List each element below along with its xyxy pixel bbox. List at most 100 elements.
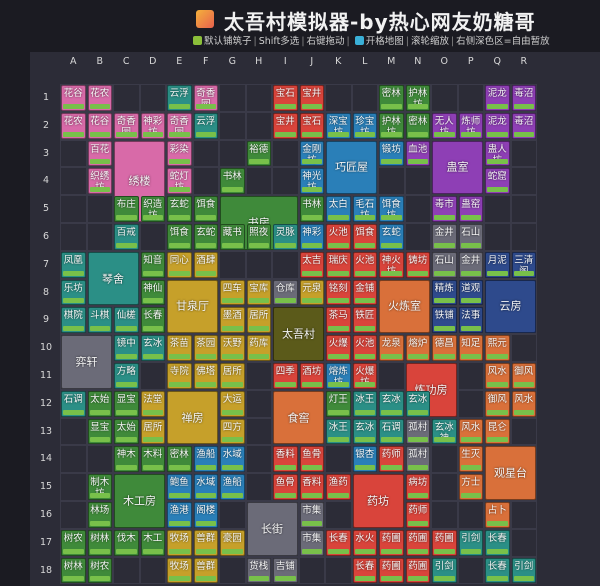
- empty-grid-cell[interactable]: [272, 111, 299, 140]
- empty-grid-cell[interactable]: [325, 473, 352, 501]
- building-tile[interactable]: 饵食坊: [379, 196, 404, 222]
- empty-grid-cell[interactable]: [351, 417, 378, 446]
- empty-grid-cell[interactable]: [484, 334, 511, 362]
- building-tile[interactable]: 香料: [273, 446, 298, 473]
- building-tile[interactable]: 孤村: [405, 446, 430, 473]
- empty-grid-cell[interactable]: [272, 556, 299, 585]
- empty-grid-cell[interactable]: [510, 417, 537, 446]
- empty-grid-cell[interactable]: [351, 111, 378, 140]
- building-tile[interactable]: 月泥: [485, 251, 510, 278]
- empty-grid-cell[interactable]: [86, 417, 113, 446]
- empty-grid-cell[interactable]: [510, 139, 537, 168]
- empty-grid-cell[interactable]: [510, 501, 537, 529]
- empty-grid-cell[interactable]: [351, 84, 378, 112]
- building-tile[interactable]: 护林坊: [405, 85, 430, 111]
- empty-grid-cell[interactable]: [431, 528, 458, 557]
- empty-grid-cell[interactable]: [60, 445, 87, 474]
- building-tile[interactable]: 血池: [405, 140, 430, 167]
- building-tile[interactable]: 无人坊: [432, 112, 457, 139]
- building-tile[interactable]: 知足: [458, 335, 483, 361]
- empty-grid-cell[interactable]: [272, 362, 299, 390]
- empty-grid-cell[interactable]: [139, 306, 166, 335]
- building-tile[interactable]: 水域: [193, 474, 218, 500]
- empty-grid-cell[interactable]: [60, 278, 87, 307]
- empty-grid-cell[interactable]: [457, 556, 484, 585]
- empty-grid-cell[interactable]: [60, 250, 87, 279]
- empty-grid-cell[interactable]: [510, 389, 537, 418]
- building-tile[interactable]: 彩染: [167, 140, 192, 167]
- empty-grid-cell[interactable]: [351, 389, 378, 418]
- empty-grid-cell[interactable]: [457, 195, 484, 223]
- building-tile[interactable]: 龙泉: [379, 335, 404, 361]
- building-tile[interactable]: 布庄: [114, 196, 139, 222]
- empty-grid-cell[interactable]: [245, 167, 272, 196]
- building-tile[interactable]: 宝井: [273, 112, 298, 139]
- building-tile[interactable]: 铁匠: [352, 307, 377, 334]
- building-tile[interactable]: 玄蛇: [193, 224, 218, 250]
- empty-grid-cell[interactable]: [139, 389, 166, 418]
- building-tile[interactable]: 水域: [220, 446, 245, 473]
- empty-grid-cell[interactable]: [113, 417, 140, 446]
- building-tile[interactable]: 沃野: [220, 335, 245, 361]
- building-tile-large[interactable]: 火炼室: [379, 279, 430, 334]
- building-tile[interactable]: 药圃: [405, 557, 430, 584]
- empty-grid-cell[interactable]: [113, 334, 140, 362]
- empty-grid-cell[interactable]: [166, 528, 193, 557]
- empty-grid-cell[interactable]: [86, 389, 113, 418]
- building-tile[interactable]: 渔港: [167, 502, 192, 528]
- building-tile-large[interactable]: 观星台: [485, 446, 536, 500]
- empty-grid-cell[interactable]: [219, 528, 246, 557]
- building-tile[interactable]: 仓库: [273, 279, 298, 306]
- building-tile[interactable]: 牧场: [167, 529, 192, 556]
- building-tile[interactable]: 渔药: [326, 474, 351, 500]
- building-tile[interactable]: 阁楼: [193, 502, 218, 528]
- building-tile[interactable]: 茶马: [326, 307, 351, 334]
- building-tile[interactable]: 铸坊: [405, 251, 430, 278]
- building-tile[interactable]: 树林: [61, 557, 86, 584]
- building-tile[interactable]: 宝石: [299, 112, 324, 139]
- empty-grid-cell[interactable]: [219, 84, 246, 112]
- building-tile[interactable]: 太始: [87, 390, 112, 417]
- empty-grid-cell[interactable]: [325, 195, 352, 223]
- empty-grid-cell[interactable]: [86, 139, 113, 168]
- empty-grid-cell[interactable]: [404, 84, 431, 112]
- empty-grid-cell[interactable]: [378, 389, 405, 418]
- empty-grid-cell[interactable]: [431, 278, 458, 307]
- building-tile[interactable]: 泥龙: [485, 85, 510, 111]
- building-tile-large[interactable]: 蛊室: [432, 140, 483, 195]
- empty-grid-cell[interactable]: [139, 84, 166, 112]
- empty-grid-cell[interactable]: [298, 250, 325, 279]
- building-tile[interactable]: 织造坊: [140, 196, 165, 222]
- empty-grid-cell[interactable]: [272, 278, 299, 307]
- empty-grid-cell[interactable]: [298, 84, 325, 112]
- empty-grid-cell[interactable]: [60, 223, 87, 251]
- building-tile[interactable]: 百戒: [114, 224, 139, 250]
- building-tile[interactable]: 药圃: [432, 529, 457, 556]
- empty-grid-cell[interactable]: [325, 334, 352, 362]
- building-tile[interactable]: 玄冰: [140, 335, 165, 361]
- empty-grid-cell[interactable]: [245, 278, 272, 307]
- building-tile[interactable]: 饵食: [193, 196, 218, 222]
- empty-grid-cell[interactable]: [192, 362, 219, 390]
- empty-grid-cell[interactable]: [86, 528, 113, 557]
- building-tile[interactable]: 书林: [220, 168, 245, 195]
- building-tile[interactable]: 元泉: [299, 279, 324, 306]
- empty-grid-cell[interactable]: [510, 195, 537, 223]
- empty-grid-cell[interactable]: [166, 334, 193, 362]
- empty-grid-cell[interactable]: [484, 84, 511, 112]
- empty-grid-cell[interactable]: [219, 473, 246, 501]
- empty-grid-cell[interactable]: [431, 556, 458, 585]
- building-tile[interactable]: 长春: [485, 529, 510, 556]
- building-tile[interactable]: 神木: [114, 446, 139, 473]
- empty-grid-cell[interactable]: [457, 111, 484, 140]
- building-tile[interactable]: 太吉: [299, 251, 324, 278]
- empty-grid-cell[interactable]: [351, 306, 378, 335]
- empty-grid-cell[interactable]: [325, 250, 352, 279]
- empty-grid-cell[interactable]: [378, 362, 405, 390]
- empty-grid-cell[interactable]: [139, 445, 166, 474]
- empty-grid-cell[interactable]: [272, 84, 299, 112]
- empty-grid-cell[interactable]: [139, 223, 166, 251]
- empty-grid-cell[interactable]: [457, 528, 484, 557]
- building-tile[interactable]: 玄冰: [352, 418, 377, 445]
- empty-grid-cell[interactable]: [325, 362, 352, 390]
